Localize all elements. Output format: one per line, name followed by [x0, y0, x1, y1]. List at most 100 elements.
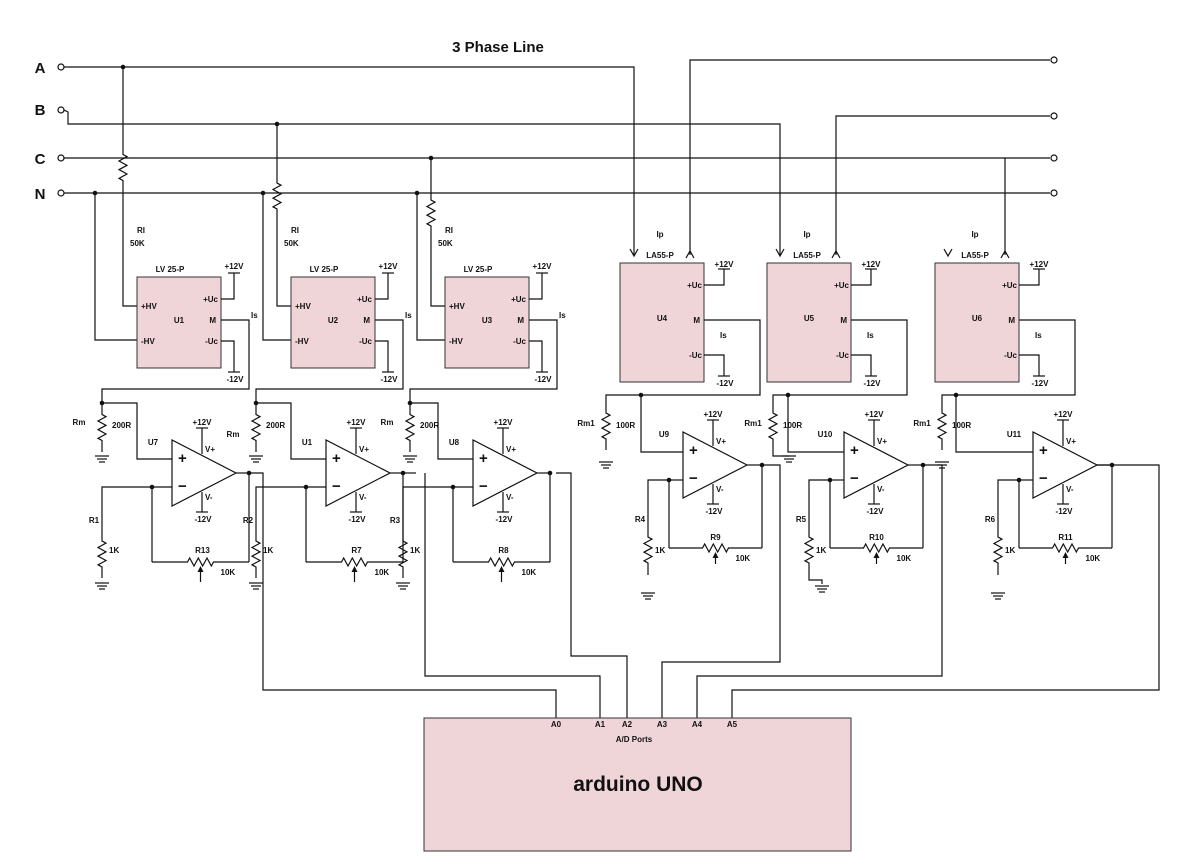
pot-value: 10K	[736, 554, 751, 563]
pot-label: R11	[1058, 533, 1073, 542]
gain-resistor-value: 1K	[109, 546, 119, 555]
opamp-plus-label: +	[689, 442, 698, 459]
opamp-ref-label: U1	[302, 438, 313, 447]
module-part-label: LV 25-P	[156, 265, 185, 274]
pin-plus-uc: +Uc	[687, 281, 702, 290]
pin-plus-hv: +HV	[449, 302, 465, 311]
opamp-minus-label: −	[850, 470, 859, 487]
line-label-b: B	[35, 102, 46, 119]
module-part-label: LA55-P	[646, 251, 674, 260]
adc-port-a5: A5	[727, 720, 738, 729]
pos-supply-label: +12V	[494, 418, 514, 427]
pin-plus-uc: +Uc	[357, 295, 372, 304]
neg-supply-label: -12V	[1056, 507, 1074, 516]
rm-label: Rm1	[577, 419, 595, 428]
gain-resistor-value: 1K	[655, 546, 665, 555]
opamp-minus-label: −	[178, 478, 187, 495]
pin-m: M	[840, 316, 847, 325]
pos-supply-label: +12V	[1030, 260, 1050, 269]
pot-label: R13	[195, 546, 210, 555]
lv25-module-U3	[444, 276, 530, 369]
pot-value: 10K	[897, 554, 912, 563]
gain-resistor-label: R6	[985, 515, 996, 524]
adc-port-a1: A1	[595, 720, 606, 729]
adc-port-a3: A3	[657, 720, 668, 729]
opamp-body	[325, 439, 392, 507]
la55-module-U4	[619, 262, 705, 383]
pin-m: M	[1008, 316, 1015, 325]
pin-minus-uc: -Uc	[205, 337, 218, 346]
arduino-board	[423, 717, 852, 852]
opamp-ref-label: U9	[659, 430, 670, 439]
opamp-minus-label: −	[479, 478, 488, 495]
pin-minus-uc: -Uc	[689, 351, 702, 360]
neg-supply-label: -12V	[864, 379, 882, 388]
line-terminals	[57, 56, 1058, 197]
pos-supply-label: +12V	[704, 410, 724, 419]
output-current-label: Is	[559, 311, 566, 320]
output-current-label: Is	[1035, 331, 1042, 340]
module-part-label: LA55-P	[793, 251, 821, 260]
opamp-body	[472, 439, 539, 507]
pos-supply-label: +12V	[533, 262, 553, 271]
gain-resistor-value: 1K	[816, 546, 826, 555]
bus-wires	[63, 59, 1050, 255]
adc-port-a0: A0	[551, 720, 562, 729]
pin-plus-hv: +HV	[295, 302, 311, 311]
pin-m: M	[363, 316, 370, 325]
diagram-title: 3 Phase Line	[452, 39, 544, 56]
neg-supply-label: -12V	[1032, 379, 1050, 388]
rm-value: 200R	[112, 421, 131, 430]
pos-supply-label: +12V	[193, 418, 213, 427]
opamp-vpos-label: V+	[205, 445, 215, 454]
rm-value: 100R	[952, 421, 971, 430]
rm-value: 200R	[266, 421, 285, 430]
pin-plus-uc: +Uc	[511, 295, 526, 304]
gain-resistor-label: R2	[243, 516, 254, 525]
gain-resistor-label: R1	[89, 516, 100, 525]
output-current-label: Is	[867, 331, 874, 340]
pos-supply-label: +12V	[715, 260, 735, 269]
input-current-label: Ip	[971, 230, 978, 239]
lv25-module-U2	[290, 276, 376, 369]
module-part-label: LV 25-P	[464, 265, 493, 274]
opamp-vpos-label: V+	[506, 445, 516, 454]
gain-resistor-value: 1K	[1005, 546, 1015, 555]
line-label-c: C	[35, 151, 46, 168]
pos-supply-label: +12V	[862, 260, 882, 269]
opamp-vpos-label: V+	[877, 437, 887, 446]
pin-m: M	[517, 316, 524, 325]
rm-label: Rm1	[744, 419, 762, 428]
gain-resistor-label: R5	[796, 515, 807, 524]
opamp-vpos-label: V+	[716, 437, 726, 446]
neg-supply-label: -12V	[717, 379, 735, 388]
adc-port-a4: A4	[692, 720, 703, 729]
input-resistor-value: 50K	[284, 239, 299, 248]
pot-label: R10	[869, 533, 884, 542]
pot-value: 10K	[522, 568, 537, 577]
neg-supply-label: -12V	[195, 515, 213, 524]
rm-value: 100R	[783, 421, 802, 430]
pos-supply-label: +12V	[347, 418, 367, 427]
rm-label: Rm	[227, 430, 240, 439]
line-label-a: A	[35, 60, 46, 77]
neg-supply-label: -12V	[349, 515, 367, 524]
opamp-vneg-label: V-	[877, 485, 885, 494]
ad-ports-label: A/D Ports	[616, 735, 653, 744]
pin-plus-hv: +HV	[141, 302, 157, 311]
module-part-label: LV 25-P	[310, 265, 339, 274]
neg-supply-label: -12V	[227, 375, 245, 384]
opamp-plus-label: +	[479, 450, 488, 467]
lv25-module-U1	[136, 276, 222, 369]
opamp-body	[843, 431, 910, 499]
gain-resistor-label: R3	[390, 516, 401, 525]
module-ref-label: U2	[328, 316, 339, 325]
opamp-vneg-label: V-	[359, 493, 367, 502]
rm-value: 200R	[420, 421, 439, 430]
